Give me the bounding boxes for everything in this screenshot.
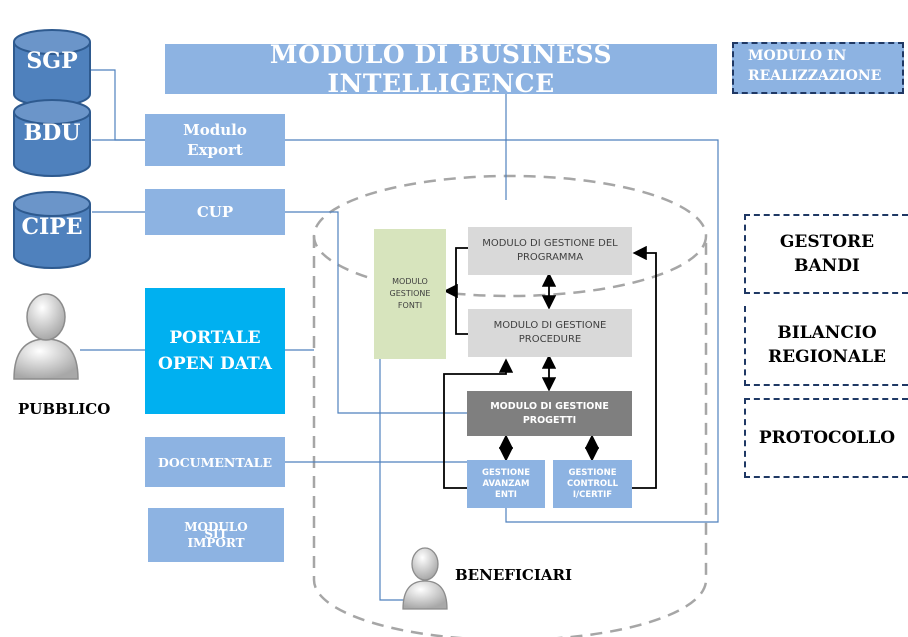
beneficiari-label: BENEFICIARI [455,566,572,584]
avanz-label-2: AVANZAM [482,478,530,489]
avanz-label-1: GESTIONE [481,467,530,478]
fonti-label-2: GESTIONE [389,289,431,298]
bilancio-label-2: REGIONALE [767,347,886,367]
beneficiari-cylinder [312,174,708,637]
bilancio-regionale-system: BILANCIO REGIONALE [744,306,908,386]
avanz-label-3: ENTI [495,489,517,500]
blue-connectors [80,69,719,601]
controlli-module: GESTIONE CONTROLL I/CERTIF [553,460,632,508]
cup-module: CUP [145,189,285,235]
import-label-2: IMPORT [187,536,245,550]
import-label-sit: SIT [204,527,228,541]
open-data-portal: PORTALE OPEN DATA [145,288,285,414]
progetti-label-2: PROGETTI [522,414,577,426]
black-arrows [443,245,657,489]
fonti-module: MODULO GESTIONE FONTI [374,229,446,359]
documentale-module: DOCUMENTALE [145,437,285,487]
export-label-2: Export [187,141,243,159]
db-label-cipe: CIPE [21,214,83,240]
db-cylinder-bdu [13,99,91,177]
portal-label-2: OPEN DATA [158,354,272,374]
export-module: Modulo Export [145,114,285,166]
progetti-module: MODULO DI GESTIONE PROGETTI [467,391,632,436]
gestore-label-2: BANDI [794,256,860,276]
progetti-label-1: MODULO DI GESTIONE [490,400,609,412]
legend-in-realization: MODULO IN REALIZZAZIONE [732,42,904,94]
import-module: MODULO SIT IMPORT [148,508,284,562]
db-cylinder-sgp [13,29,91,107]
programma-label-2: PROGRAMMA [516,252,584,263]
line-export-avanz [285,139,719,523]
import-label-1: MODULO [184,520,248,534]
fonti-label-1: MODULO [392,277,428,286]
db-label-sgp: SGP [26,48,78,74]
bilancio-label-1: BILANCIO [777,323,877,343]
avanzamenti-module: GESTIONE AVANZAM ENTI [467,460,545,508]
export-label-1: Modulo [183,121,247,139]
protocollo-system: PROTOCOLLO [744,398,908,478]
programma-module: MODULO DI GESTIONE DEL PROGRAMMA [468,227,632,275]
line-cup-progetti [285,211,467,414]
gestore-bandi-system: GESTORE BANDI [744,214,908,294]
controlli-label-2: CONTROLL [567,478,618,489]
gestore-label-1: GESTORE [779,232,875,252]
business-intelligence-module: MODULO DI BUSINESS INTELLIGENCE [165,40,717,98]
procedure-label-2: PROCEDURE [518,334,582,345]
beneficiari-person-icon [402,547,448,610]
database-stack [13,29,91,269]
programma-label-1: MODULO DI GESTIONE DEL [482,238,618,249]
controlli-label-1: GESTIONE [568,467,617,478]
portal-label-1: PORTALE [169,328,261,348]
db-label-bdu: BDU [23,120,81,146]
fonti-label-3: FONTI [397,301,423,310]
procedure-module: MODULO DI GESTIONE PROCEDURE [468,309,632,357]
procedure-label-1: MODULO DI GESTIONE [493,320,607,331]
controlli-label-3: I/CERTIF [572,489,613,500]
person-icon [13,293,79,380]
pubblico-label: PUBBLICO [18,400,111,418]
db-cylinder-cipe [13,191,91,269]
